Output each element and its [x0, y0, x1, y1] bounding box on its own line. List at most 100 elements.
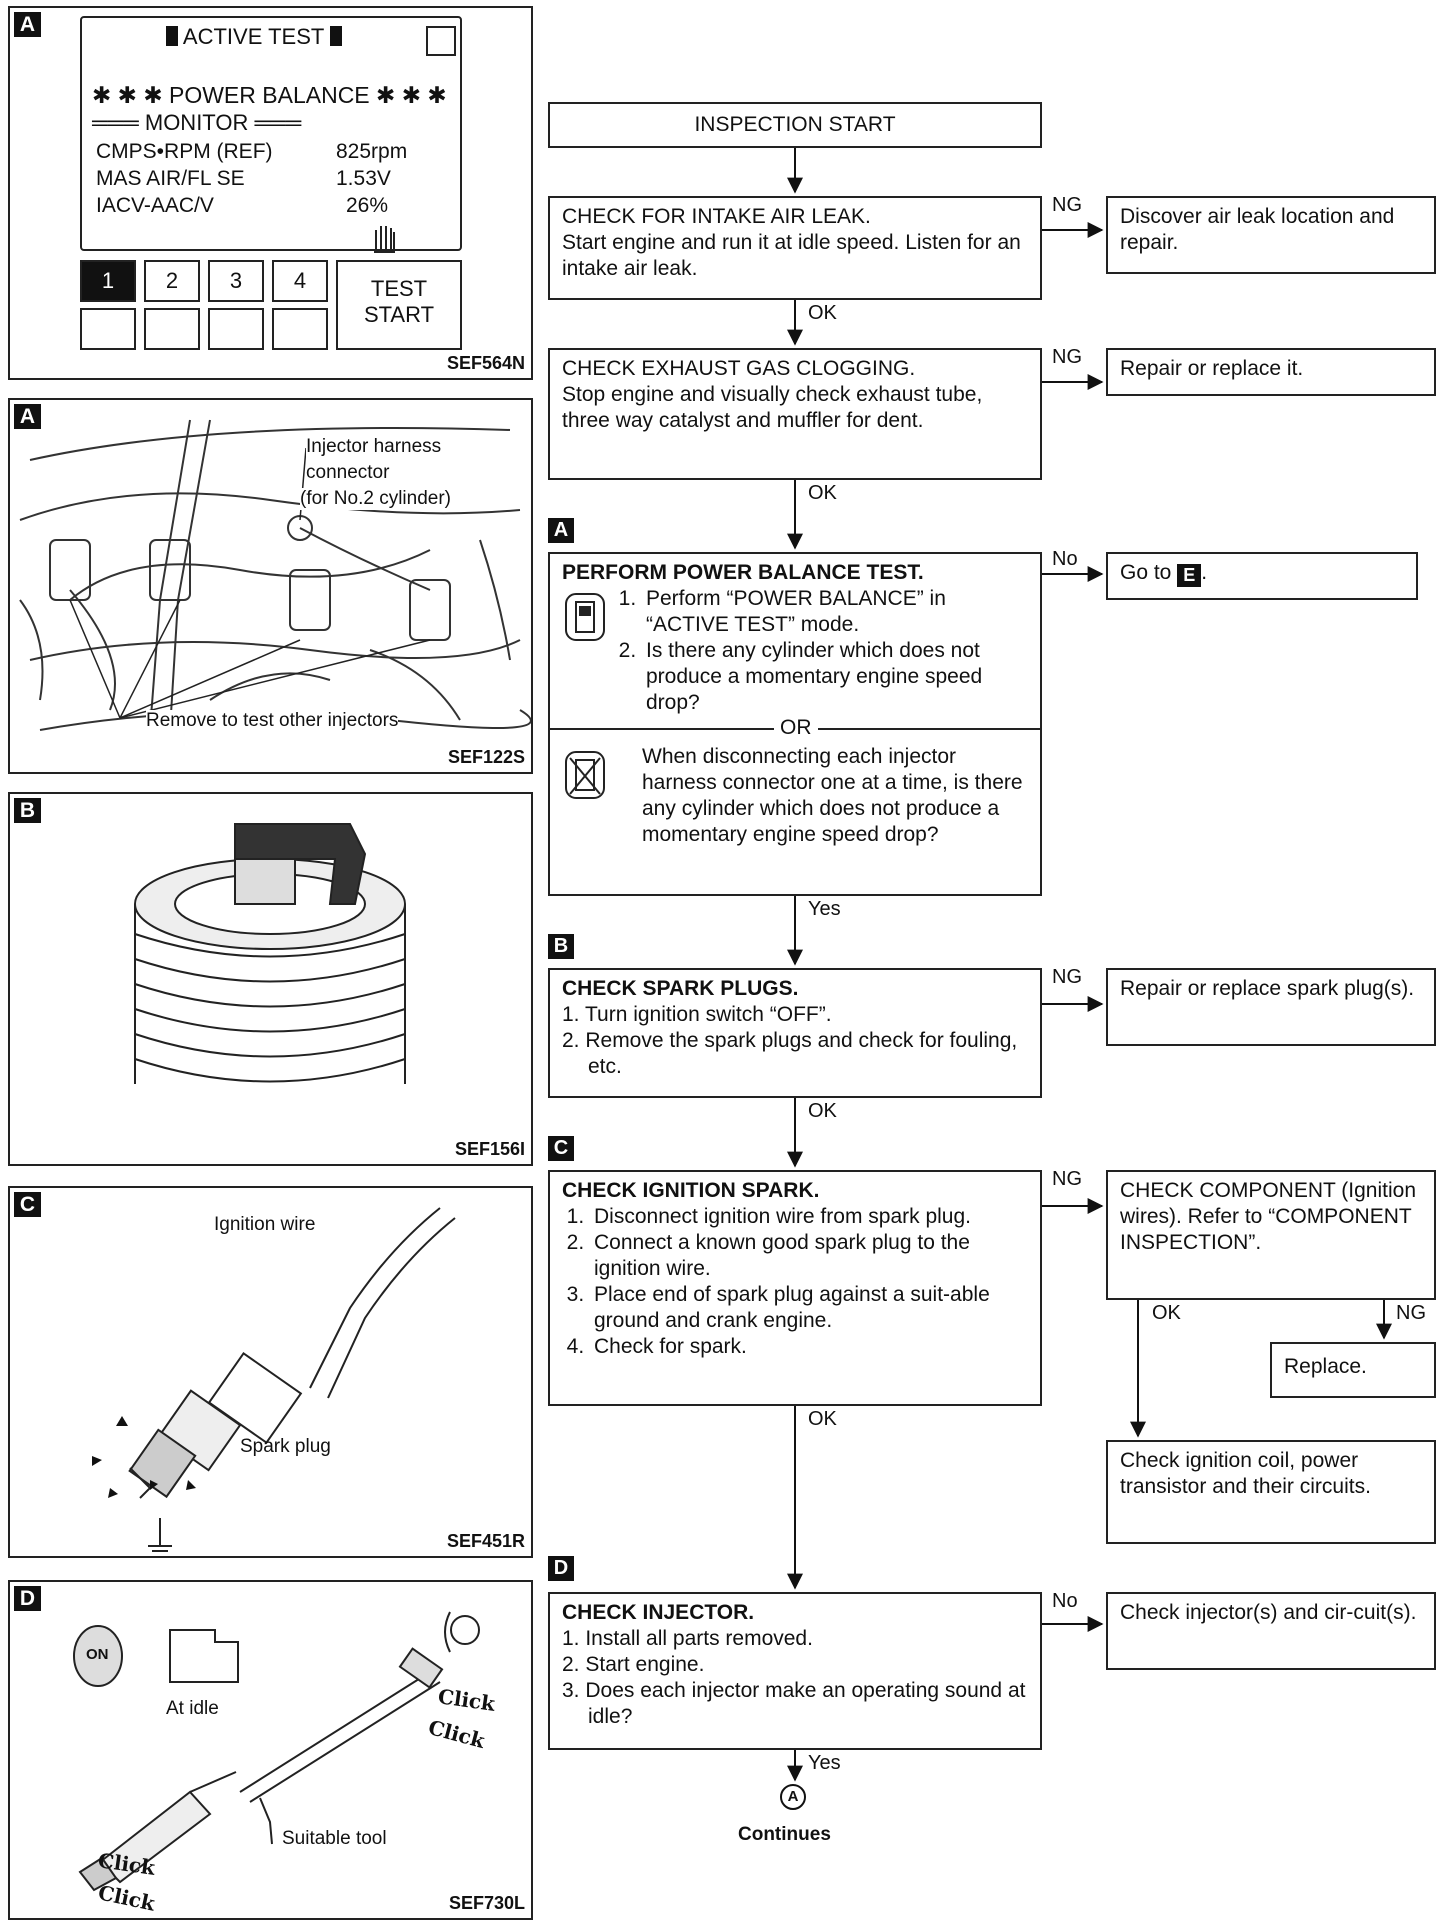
label-ok: OK	[808, 1100, 837, 1122]
label-ng: NG	[1052, 966, 1082, 988]
ignition-spark-title: CHECK IGNITION SPARK.	[562, 1179, 820, 1202]
power-balance-alt: When disconnecting each injector harness…	[642, 745, 1023, 846]
panel-tag: C	[14, 1192, 41, 1217]
label-harness-3: (for No.2 cylinder)	[300, 488, 451, 510]
section-label-c: C	[548, 1136, 574, 1161]
check-injector-step: 1. Install all parts removed.	[562, 1627, 813, 1650]
continues-label: Continues	[738, 1824, 831, 1845]
label-ok: OK	[808, 482, 837, 504]
consult-button-3: 3	[208, 260, 264, 302]
label-spark-plug: Spark plug	[240, 1436, 331, 1457]
test-start-line: TEST	[370, 276, 428, 301]
monitor-heading: ═══ MONITOR ═══	[92, 110, 302, 135]
connector-a-circle: A	[780, 1784, 806, 1810]
ignition-spark-step: Disconnect ignition wire from spark plug…	[590, 1204, 1028, 1230]
power-balance-title: PERFORM POWER BALANCE TEST.	[562, 561, 924, 584]
check-coil-box: Check ignition coil, power transistor an…	[1106, 1440, 1436, 1544]
injector-tool-illustration	[73, 1611, 480, 1892]
power-balance-step: Perform “POWER BALANCE” in “ACTIVE TEST”…	[642, 586, 1028, 638]
consult-button-4: 4	[272, 260, 328, 302]
marker-icon	[166, 26, 178, 46]
ignition-spark-box: CHECK IGNITION SPARK. Disconnect ignitio…	[548, 1170, 1042, 1406]
panel-tag: B	[14, 798, 41, 823]
label-harness-2: connector	[306, 462, 390, 484]
monitor-name: CMPS•RPM (REF)	[96, 140, 273, 163]
consult-blank-button	[208, 308, 264, 350]
test-start-line: START	[363, 302, 435, 327]
inspection-start-box: INSPECTION START	[548, 102, 1042, 148]
intake-leak-title: CHECK FOR INTAKE AIR LEAK.	[562, 205, 871, 228]
screen-title: ACTIVE TEST	[182, 24, 324, 49]
label-harness-1: Injector harness	[306, 436, 442, 458]
consult-display: ACTIVE TEST ✱ ✱ ✱ POWER BALANCE ✱ ✱ ✱ ══…	[80, 16, 462, 253]
intake-leak-body: Start engine and run it at idle speed. L…	[562, 231, 1021, 280]
monitor-value: 1.53V	[336, 167, 391, 190]
panel-injector-sound: D ON At idle Suitable tool Click Click C…	[8, 1580, 533, 1920]
go-to-suffix: .	[1201, 561, 1208, 584]
go-to-e-box: Go to E.	[1106, 552, 1418, 600]
figure-code: SEF122S	[447, 747, 525, 767]
monitor-value: 26%	[346, 194, 389, 217]
replace-box: Replace.	[1270, 1342, 1436, 1398]
figure-code: SEF730L	[448, 1893, 525, 1913]
spark-plug-illustration	[134, 823, 406, 1084]
check-injector-circuit-box: Check injector(s) and cir-cuit(s).	[1106, 1592, 1436, 1670]
monitor-names: CMPS•RPM (REF) MAS AIR/FL SE IACV-AAC/V	[96, 138, 273, 219]
spark-test-illustration	[92, 1207, 456, 1552]
label-ng: NG	[1052, 346, 1082, 368]
spark-plugs-box: CHECK SPARK PLUGS. 1. Turn ignition swit…	[548, 968, 1042, 1098]
label-ignition-wire: Ignition wire	[214, 1214, 316, 1235]
consult-blank-button	[80, 308, 136, 350]
label-ng: NG	[1052, 1168, 1082, 1190]
panel-consult-screen: A ACTIVE TEST ✱ ✱ ✱ POWER BALANCE ✱ ✱ ✱ …	[8, 6, 533, 380]
monitor-name: IACV-AAC/V	[96, 194, 214, 217]
check-injector-title: CHECK INJECTOR.	[562, 1601, 755, 1624]
label-remove-injectors: Remove to test other injectors	[146, 710, 399, 732]
power-balance-heading: ✱ ✱ ✱ POWER BALANCE ✱ ✱ ✱	[92, 82, 447, 108]
ignition-spark-step: Place end of spark plug against a suit-a…	[590, 1282, 1028, 1334]
section-label-a: A	[548, 518, 574, 543]
power-balance-step: Is there any cylinder which does not pro…	[642, 638, 1028, 716]
figure-code: SEF564N	[446, 353, 525, 373]
spark-plugs-step: 1. Turn ignition switch “OFF”.	[562, 1003, 832, 1026]
exhaust-clog-title: CHECK EXHAUST GAS CLOGGING.	[562, 357, 916, 380]
engine-bay-illustration	[19, 419, 531, 731]
panel-tag: A	[14, 12, 41, 37]
marker-icon	[330, 26, 343, 46]
check-injector-step: 2. Start engine.	[562, 1653, 705, 1676]
spark-plugs-title: CHECK SPARK PLUGS.	[562, 977, 799, 1000]
label-at-idle: At idle	[166, 1698, 219, 1719]
ignition-spark-step: Connect a known good spark plug to the i…	[590, 1230, 1028, 1282]
monitor-values: 825rpm 1.53V 26%	[336, 138, 407, 219]
spark-plug-repair-box: Repair or replace spark plug(s).	[1106, 968, 1436, 1046]
check-injector-step: 3. Does each injector make an operating …	[562, 1679, 1026, 1728]
checkbox-icon	[426, 26, 456, 56]
no-tester-icon	[565, 751, 605, 799]
label-no: No	[1052, 548, 1078, 570]
consult-tester-icon	[565, 593, 605, 641]
go-to-text: Go to	[1120, 561, 1172, 584]
panel-tag: D	[14, 1586, 41, 1611]
label-ng: NG	[1052, 194, 1082, 216]
intake-leak-box: CHECK FOR INTAKE AIR LEAK. Start engine …	[548, 196, 1042, 300]
check-injector-box: CHECK INJECTOR. 1. Install all parts rem…	[548, 1592, 1042, 1750]
label-no: No	[1052, 1590, 1078, 1612]
label-ok: OK	[808, 302, 837, 324]
monitor-name: MAS AIR/FL SE	[96, 167, 245, 190]
panel-ignition-spark: C Ignition wire Spark plug SEF451R	[8, 1186, 533, 1558]
or-label: OR	[774, 715, 818, 741]
label-on: ON	[86, 1646, 109, 1663]
consult-blank-button	[144, 308, 200, 350]
label-ok: OK	[808, 1408, 837, 1430]
panel-spark-plug: B SEF156I	[8, 792, 533, 1166]
power-balance-box: PERFORM POWER BALANCE TEST. Perform “POW…	[548, 552, 1042, 896]
section-label-d: D	[548, 1556, 574, 1581]
label-ok: OK	[1152, 1302, 1181, 1324]
label-suitable-tool: Suitable tool	[282, 1828, 387, 1849]
figure-code: SEF156I	[454, 1139, 525, 1159]
consult-button-1: 1	[80, 260, 136, 302]
panel-tag: A	[14, 404, 41, 429]
exhaust-repair-box: Repair or replace it.	[1106, 348, 1436, 396]
label-yes: Yes	[808, 1752, 841, 1774]
